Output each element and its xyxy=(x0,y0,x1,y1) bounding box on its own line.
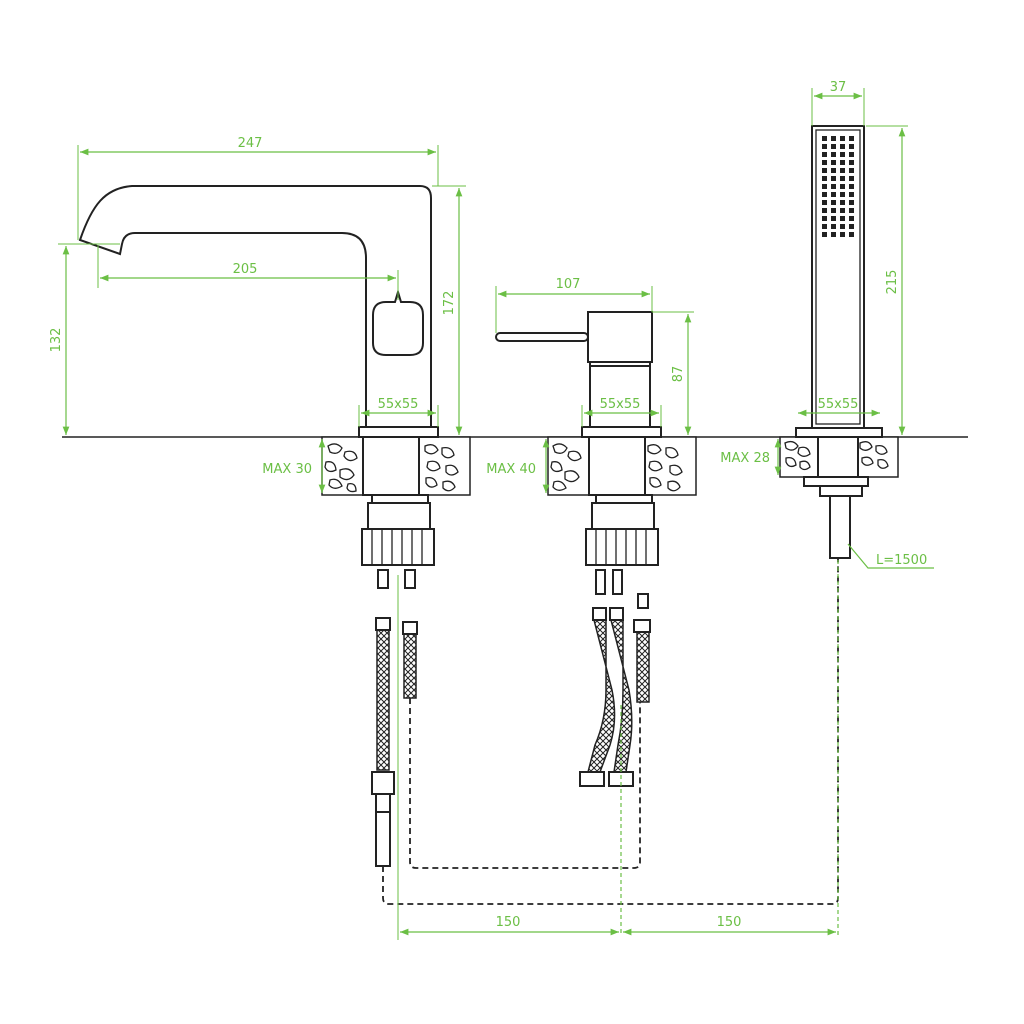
deck-section-spout xyxy=(321,436,471,496)
nozzle-dot xyxy=(822,160,827,165)
nozzle-dot xyxy=(831,160,836,165)
dim-spacing-left: 150 xyxy=(496,915,521,930)
nozzle-dot xyxy=(822,200,827,205)
dashed-connection-inner xyxy=(409,698,641,869)
nozzle-dot xyxy=(840,176,845,181)
spout-underdeck xyxy=(361,436,435,566)
nozzle-dot xyxy=(831,176,836,181)
dim-spout-deck-max: MAX 30 xyxy=(262,462,312,477)
nozzle-dot xyxy=(840,224,845,229)
nozzle-dot xyxy=(849,232,854,237)
nozzle-dot xyxy=(849,184,854,189)
nozzle-dot xyxy=(831,224,836,229)
nozzle-dot xyxy=(831,216,836,221)
spout-hose-left xyxy=(371,569,395,867)
dim-mixer-base: 55x55 xyxy=(600,397,641,412)
nozzle-dot xyxy=(849,136,854,141)
nozzle-dot xyxy=(849,176,854,181)
nozzle-dot xyxy=(849,224,854,229)
dim-shower-height: 215 xyxy=(885,270,900,295)
deck-section-mixer xyxy=(547,436,697,496)
nozzle-dot xyxy=(831,232,836,237)
shower-nozzles xyxy=(822,136,854,237)
dim-spout-total-height: 172 xyxy=(442,291,457,316)
dim-shower-base: 55x55 xyxy=(818,397,859,412)
nozzle-dot xyxy=(822,208,827,213)
nozzle-dot xyxy=(822,176,827,181)
spout-body xyxy=(78,185,439,438)
nozzle-dot xyxy=(822,192,827,197)
nozzle-dot xyxy=(849,200,854,205)
nozzle-dot xyxy=(831,152,836,157)
nozzle-dot xyxy=(849,192,854,197)
nozzle-dot xyxy=(822,184,827,189)
nozzle-dot xyxy=(822,232,827,237)
nozzle-dot xyxy=(831,136,836,141)
dim-mixer-width: 107 xyxy=(556,277,581,292)
dim-shower-width: 37 xyxy=(830,80,847,95)
dim-hose-length: L=1500 xyxy=(876,553,927,568)
nozzle-dot xyxy=(822,152,827,157)
dim-shower-deck-max: MAX 28 xyxy=(720,451,770,466)
nozzle-dot xyxy=(840,200,845,205)
nozzle-dot xyxy=(822,224,827,229)
deck-section-shower xyxy=(779,436,899,478)
nozzle-dot xyxy=(840,136,845,141)
dim-mixer-deck-max: MAX 40 xyxy=(486,462,536,477)
nozzle-dot xyxy=(822,216,827,221)
nozzle-dot xyxy=(840,168,845,173)
dim-spout-reach: 205 xyxy=(233,262,258,277)
nozzle-dot xyxy=(831,184,836,189)
nozzle-dot xyxy=(849,208,854,213)
nozzle-dot xyxy=(822,168,827,173)
dim-spout-height: 132 xyxy=(49,328,64,353)
nozzle-dot xyxy=(840,152,845,157)
dim-spacing-right: 150 xyxy=(717,915,742,930)
nozzle-dot xyxy=(840,160,845,165)
spout-hose-right xyxy=(402,569,418,699)
nozzle-dot xyxy=(831,144,836,149)
nozzle-dot xyxy=(840,144,845,149)
mixer-hoses xyxy=(579,569,651,787)
hand-shower xyxy=(795,125,883,438)
nozzle-dot xyxy=(840,184,845,189)
nozzle-dot xyxy=(822,136,827,141)
shower-underdeck xyxy=(803,436,869,559)
nozzle-dot xyxy=(831,192,836,197)
nozzle-dot xyxy=(849,152,854,157)
nozzle-dot xyxy=(849,216,854,221)
mixer-underdeck xyxy=(585,436,659,566)
mixer-body xyxy=(495,311,662,438)
dim-spout-length: 247 xyxy=(238,136,263,151)
nozzle-dot xyxy=(822,144,827,149)
nozzle-dot xyxy=(840,208,845,213)
nozzle-dot xyxy=(831,168,836,173)
nozzle-dot xyxy=(849,160,854,165)
dim-mixer-height: 87 xyxy=(671,366,686,383)
nozzle-dot xyxy=(831,200,836,205)
dim-spout-base: 55x55 xyxy=(378,397,419,412)
nozzle-dot xyxy=(831,208,836,213)
nozzle-dot xyxy=(849,144,854,149)
nozzle-dot xyxy=(849,168,854,173)
nozzle-dot xyxy=(840,192,845,197)
nozzle-dot xyxy=(840,232,845,237)
nozzle-dot xyxy=(840,216,845,221)
dashed-connection-outer xyxy=(382,558,839,905)
